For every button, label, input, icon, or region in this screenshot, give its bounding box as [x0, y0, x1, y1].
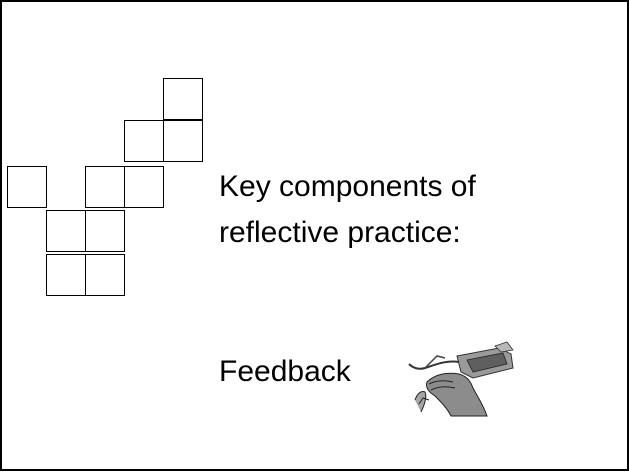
grid-cell — [46, 210, 86, 252]
feedback-item: Feedback — [219, 355, 351, 388]
grid-cell — [85, 166, 125, 208]
grid-cell — [124, 120, 164, 162]
grid-cell — [85, 210, 125, 252]
grid-cell — [163, 120, 203, 162]
grid-cell — [163, 78, 203, 120]
hand-holding-device-icon — [408, 341, 514, 417]
slide-title: Key components of reflective practice: — [219, 170, 476, 249]
grid-cell — [85, 254, 125, 296]
grid-cell — [7, 166, 47, 208]
grid-cell — [124, 166, 164, 208]
grid-cell — [46, 254, 86, 296]
